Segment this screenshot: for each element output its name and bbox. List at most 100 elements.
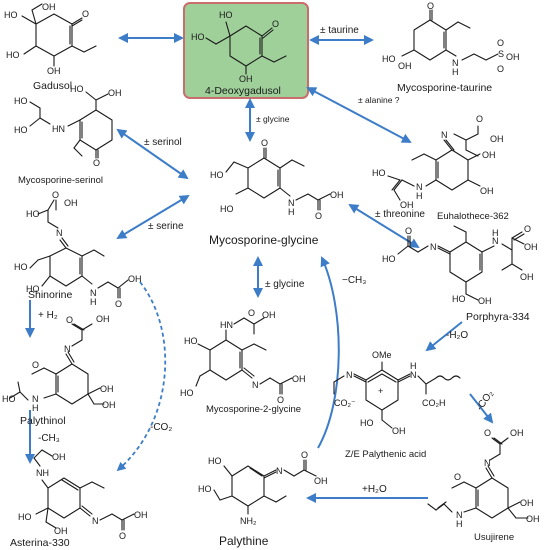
svg-text:OH: OH [482, 150, 496, 160]
svg-text:O: O [248, 308, 255, 318]
svg-text:OH: OH [134, 510, 148, 520]
svg-text:O: O [484, 428, 491, 438]
svg-text:HO: HO [360, 418, 374, 428]
svg-text:HO: HO [210, 170, 224, 180]
svg-text:HO: HO [14, 96, 28, 106]
svg-text:OH: OH [480, 186, 494, 196]
structure-euhalothece-362: O OH N OH OH N H OH HO Euhalothece-362 [372, 114, 509, 222]
svg-text:HO: HO [14, 125, 28, 135]
structure-palythenic-acid: OMe + N CO₂⁻ N H CO₂H OH HO Z/E Palythen… [333, 350, 461, 460]
structure-palythine: N O OH NH₂ HO HO Palythine [198, 450, 328, 548]
svg-text:O: O [524, 224, 531, 234]
svg-text:N: N [64, 344, 71, 354]
svg-text:N: N [410, 370, 417, 380]
svg-text:O: O [93, 158, 100, 168]
label-porphyra-334: Porphyra-334 [466, 311, 530, 323]
svg-text:N: N [288, 198, 295, 208]
structure-porphyra-334: N O HO N H O OH OH HO OH Porphyra-334 [382, 224, 538, 323]
label-alanine: ± alanine ? [358, 95, 400, 105]
svg-text:O: O [277, 395, 284, 405]
label-palythinol: Palythinol [20, 415, 66, 427]
svg-text:OH: OH [52, 452, 66, 462]
svg-text:OMe: OMe [372, 350, 392, 360]
svg-text:HO: HO [18, 512, 32, 522]
svg-text:HO: HO [191, 32, 205, 42]
svg-text:HO: HO [184, 336, 198, 346]
label-ch3-right: −CH₃ [342, 275, 366, 286]
svg-text:OH: OH [108, 88, 122, 98]
structure-gadusol: O OH HO OH HO Gadusol [4, 2, 97, 92]
svg-text:OH: OH [520, 498, 534, 508]
svg-text:O: O [427, 1, 434, 11]
svg-text:H: H [410, 361, 417, 371]
svg-text:HO: HO [26, 284, 40, 294]
svg-text:N: N [430, 242, 437, 252]
svg-text:O: O [301, 450, 308, 460]
label-taurine: ± taurine [320, 25, 359, 36]
svg-text:HO: HO [70, 84, 84, 94]
svg-text:OH: OH [478, 296, 492, 306]
label-gadusol: Gadusol [33, 80, 72, 92]
svg-text:N: N [92, 516, 99, 526]
label-palythine: Palythine [219, 534, 269, 548]
svg-text:O: O [115, 299, 122, 309]
arrow-shinorine-asterina-dashed [116, 281, 167, 472]
svg-text:N: N [452, 58, 459, 68]
label-4-deoxygadusol: 4-Deoxygadusol [205, 85, 281, 97]
svg-text:O: O [497, 38, 504, 48]
svg-text:O: O [119, 531, 126, 541]
svg-text:OH: OH [100, 384, 114, 394]
label-mycosporine-taurine: Mycosporine-taurine [397, 82, 492, 94]
arrow-palythenic-usujirene [469, 393, 494, 424]
svg-text:OH: OH [42, 2, 56, 12]
svg-text:H: H [90, 297, 97, 307]
svg-text:NH₂: NH₂ [240, 516, 257, 526]
svg-text:OH: OH [330, 190, 344, 200]
svg-text:HN: HN [52, 124, 65, 134]
svg-text:OH: OH [128, 274, 142, 284]
svg-text:HO: HO [219, 10, 233, 20]
svg-text:NH: NH [36, 468, 49, 478]
label-serinol: ± serinol [144, 137, 182, 148]
svg-text:H: H [492, 228, 499, 238]
svg-text:OH: OH [102, 400, 116, 410]
arrow-porphyra-palythenic [425, 321, 463, 352]
svg-text:HO: HO [452, 294, 466, 304]
svg-text:OH: OH [314, 476, 328, 486]
svg-text:O: O [66, 315, 73, 325]
svg-text:O: O [261, 138, 268, 148]
svg-text:O: O [454, 472, 461, 482]
arrow-shinorine-glycine [116, 194, 190, 240]
svg-text:OH: OH [400, 200, 414, 210]
svg-text:N: N [441, 130, 448, 140]
svg-text:O: O [32, 360, 39, 370]
svg-text:HO: HO [26, 209, 40, 219]
arrow-deoxygadusol-euhalothece [306, 87, 412, 143]
svg-text:O: O [315, 211, 322, 221]
svg-text:O: O [497, 64, 504, 74]
svg-text:CO₂H: CO₂H [422, 398, 446, 408]
svg-text:N: N [484, 458, 491, 468]
svg-text:N: N [346, 370, 353, 380]
structure-asterina-330: NH OH N O OH HO OH Asterina-330 [10, 449, 148, 549]
svg-text:HO: HO [382, 254, 396, 264]
svg-text:N: N [90, 288, 97, 298]
label-ch3-left: -CH₃ [38, 433, 60, 444]
svg-text:OH: OH [64, 198, 78, 208]
structure-mycosporine-glycine: O N H O OH HO HO Mycosporine-glycine [209, 138, 344, 247]
svg-text:OH: OH [510, 428, 524, 438]
svg-text:OH: OH [490, 134, 504, 144]
svg-text:O: O [476, 114, 483, 124]
label-shinorine: Shinorine [28, 289, 73, 301]
label-euhalothece-362: Euhalothece-362 [437, 211, 509, 222]
svg-text:HO: HO [14, 262, 28, 272]
label-h2o-minus: -H₂O [446, 330, 468, 341]
svg-text:OH: OH [392, 426, 406, 436]
structure-usujirene: OH O N O OH OH N H Usujirene [427, 428, 540, 543]
structure-mycosporine-serinol: OH HO O HN HO HO Mycosporine-serinol [14, 84, 122, 186]
svg-text:N: N [32, 394, 39, 404]
svg-text:H: H [456, 519, 463, 529]
label-glycine-top: ± glycine [256, 114, 290, 124]
svg-text:O: O [52, 190, 59, 200]
svg-text:HO: HO [2, 394, 16, 404]
